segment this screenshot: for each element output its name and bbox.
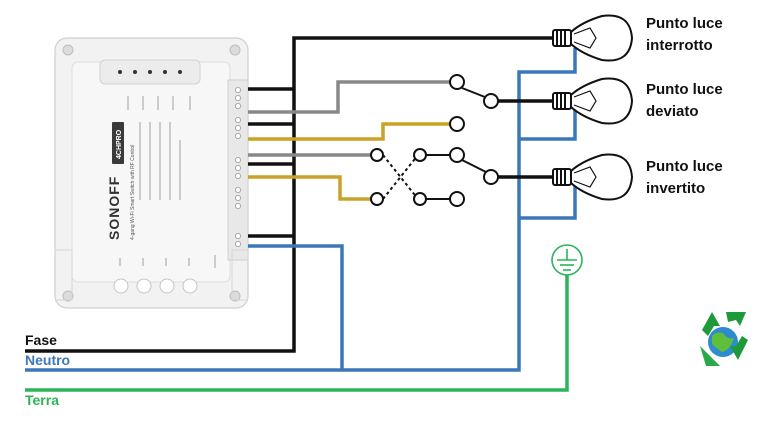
device-markings xyxy=(119,96,216,268)
lamp-label-line1: Punto luce xyxy=(646,15,723,32)
lamp-label-line2: interrotto xyxy=(646,37,713,54)
recycle-icon xyxy=(700,312,748,366)
neutral-wire-feed xyxy=(25,48,577,372)
lamp-label-line1: Punto luce xyxy=(646,158,723,175)
device-model: 4CHPRO xyxy=(116,129,123,159)
led-dots xyxy=(118,70,182,74)
lamp-label-line1: Punto luce xyxy=(646,81,723,98)
lamp-label-line2: invertito xyxy=(646,180,706,197)
traveler-wire-1 xyxy=(248,122,455,141)
neutral-wire-lamp2 xyxy=(519,110,577,141)
bulb-icon xyxy=(552,153,634,201)
phase-label: Fase xyxy=(25,332,57,348)
lamp-label-line2: deviato xyxy=(646,103,699,120)
bulb-icon xyxy=(552,77,634,125)
device-brand: SONOFF xyxy=(106,176,122,240)
ground-icon xyxy=(551,244,583,276)
earth-wire xyxy=(25,275,569,392)
sonoff-4chpro-device: 4CHPRO SONOFF 4-gang Wi-Fi Smart Switch … xyxy=(54,37,249,309)
neutral-wire-lamp3 xyxy=(519,185,577,220)
bulb-icon xyxy=(552,14,634,62)
device-description: 4-gang Wi-Fi Smart Switch with RF Contro… xyxy=(130,145,136,240)
traveler-wire-2 xyxy=(248,175,375,201)
deviator-switch xyxy=(449,74,499,132)
channel-buttons xyxy=(113,278,198,294)
lamp-label-invertito: Punto luce invertito xyxy=(646,156,723,200)
neutral-wire-device xyxy=(248,244,344,370)
terminal-screws xyxy=(234,87,241,247)
model-badge xyxy=(112,122,124,164)
earth-label: Terra xyxy=(25,392,59,408)
neutral-label: Neutro xyxy=(25,352,71,368)
end-deviator-switch xyxy=(449,147,499,207)
lamp-label-deviato: Punto luce deviato xyxy=(646,79,723,123)
crossover-switch xyxy=(370,148,450,206)
phase-wire-device xyxy=(248,87,294,238)
switched-wire-1 xyxy=(248,80,455,114)
lamp-label-interrotto: Punto luce interrotto xyxy=(646,13,723,57)
phase-wire-feed xyxy=(25,36,555,353)
